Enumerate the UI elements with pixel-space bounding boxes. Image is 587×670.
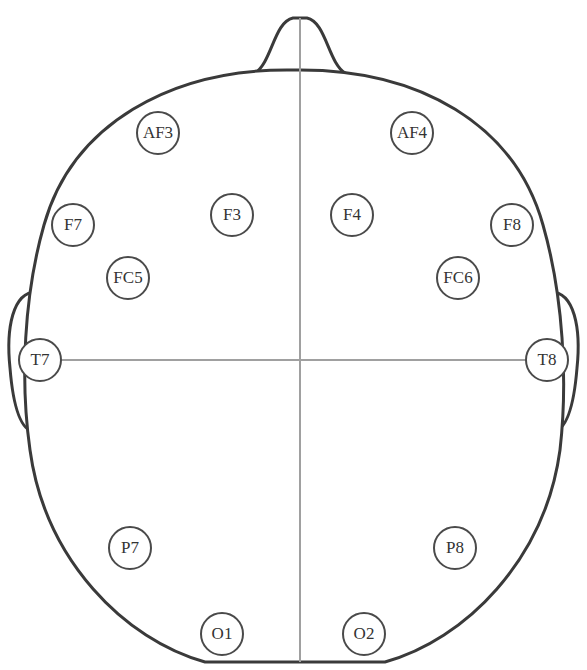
- electrode-circle: AF4: [390, 111, 434, 155]
- electrode-label: F7: [64, 215, 82, 235]
- electrode-circle: FC5: [106, 256, 150, 300]
- electrode-label: P7: [121, 538, 139, 558]
- electrode-circle: T7: [18, 338, 62, 382]
- electrode-label: AF3: [143, 123, 173, 143]
- electrode-label: O1: [212, 624, 233, 644]
- electrode-circle: F8: [490, 203, 534, 247]
- electrode-circle: P7: [108, 526, 152, 570]
- electrode-label: T8: [538, 350, 557, 370]
- electrode-label: P8: [446, 538, 464, 558]
- electrode-circle: F3: [210, 193, 254, 237]
- electrode-circle: O2: [342, 612, 386, 656]
- electrode-label: F4: [343, 205, 361, 225]
- midline: [299, 18, 301, 662]
- electrode-label: T7: [31, 350, 50, 370]
- electrode-label: F8: [503, 215, 521, 235]
- electrode-label: FC6: [443, 268, 472, 288]
- electrode-circle: T8: [525, 338, 569, 382]
- electrode-circle: AF3: [136, 111, 180, 155]
- electrode-label: FC5: [113, 268, 142, 288]
- head-shape: [25, 70, 564, 662]
- electrode-circle: P8: [433, 526, 477, 570]
- electrode-circle: F7: [51, 203, 95, 247]
- electrode-circle: O1: [200, 612, 244, 656]
- electrode-circle: F4: [330, 193, 374, 237]
- ear-line: [40, 359, 547, 361]
- electrode-label: F3: [223, 205, 241, 225]
- electrode-label: O2: [354, 624, 375, 644]
- electrode-circle: FC6: [436, 256, 480, 300]
- electrode-label: AF4: [397, 123, 427, 143]
